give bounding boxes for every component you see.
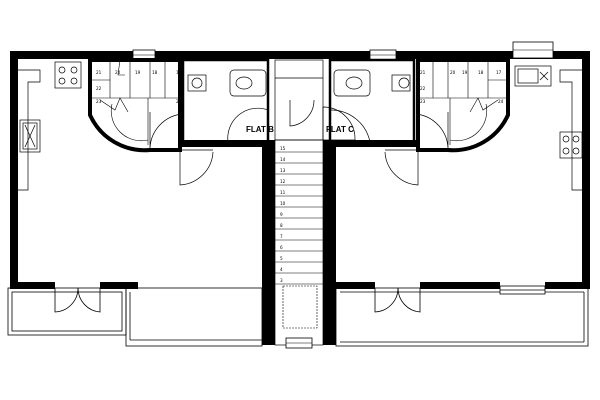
right-bathroom xyxy=(328,58,416,144)
stair-step-number: 10 xyxy=(280,201,286,206)
spiral-step-number: 19 xyxy=(462,70,468,75)
left-spiral-stair: 21 20 19 18 17 22 24 23 xyxy=(88,58,182,153)
flat-b-label: FLAT B xyxy=(246,125,274,134)
left-kitchen-counter xyxy=(18,61,82,191)
stair-step-number: 15 xyxy=(280,146,286,151)
stair-step-number: 13 xyxy=(280,168,286,173)
right-doors xyxy=(384,112,449,186)
spiral-step-number: 18 xyxy=(152,70,158,75)
stair-step-number: 4 xyxy=(280,267,283,272)
stair-step-number: 12 xyxy=(280,179,286,184)
spiral-step-number: 21 xyxy=(420,70,426,75)
spiral-step-number: 20 xyxy=(115,70,121,75)
stair-step-number: 3 xyxy=(280,278,283,283)
spiral-step-number: 21 xyxy=(96,70,102,75)
top-windows xyxy=(132,41,554,61)
spiral-step-number: 24 xyxy=(498,99,504,104)
stair-step-number: 5 xyxy=(280,256,283,261)
left-doors xyxy=(149,112,214,186)
right-spiral-stair: 21 20 19 18 17 22 24 23 xyxy=(416,58,510,153)
spiral-step-number: 18 xyxy=(478,70,484,75)
stair-step-number: 9 xyxy=(280,212,283,217)
left-balcony xyxy=(7,287,263,347)
stair-step-number: 11 xyxy=(280,190,286,195)
spiral-step-number: 17 xyxy=(496,70,502,75)
spiral-step-number: 23 xyxy=(420,99,426,104)
right-balcony xyxy=(335,285,589,347)
spiral-step-number: 22 xyxy=(420,86,426,91)
flat-c-label: FLAT C xyxy=(326,125,354,134)
right-kitchen-counter xyxy=(514,65,583,191)
central-stair: 15 14 13 12 11 10 9 8 7 6 5 4 3 xyxy=(274,139,324,349)
spiral-step-number: 20 xyxy=(450,70,456,75)
outer-walls xyxy=(10,51,590,345)
spiral-step-number: 23 xyxy=(96,99,102,104)
spiral-step-number: 24 xyxy=(176,99,182,104)
stair-step-number: 7 xyxy=(280,234,283,239)
left-bathroom xyxy=(181,58,270,144)
spiral-step-number: 22 xyxy=(96,86,102,91)
spiral-step-number: 19 xyxy=(135,70,141,75)
stair-step-number: 8 xyxy=(280,223,283,228)
stair-step-number: 6 xyxy=(280,245,283,250)
spiral-step-number: 17 xyxy=(176,70,182,75)
stair-step-number: 14 xyxy=(280,157,286,162)
